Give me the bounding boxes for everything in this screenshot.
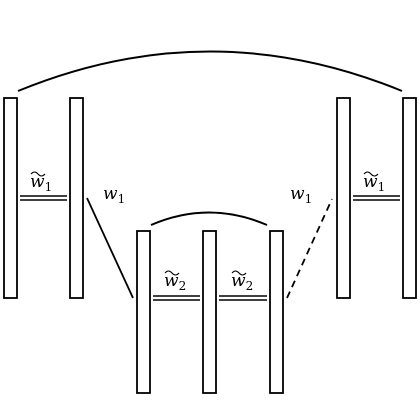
link-left-line: [86, 197, 134, 299]
subscript: 1: [305, 192, 313, 206]
label-link-right: w1: [290, 184, 312, 206]
label-pair-right: w1: [363, 172, 385, 194]
double-edge-left: [20, 195, 67, 201]
link-right-line: [286, 198, 333, 299]
double-edge-middle-left: [153, 295, 200, 301]
label-pair-middle-right: w2: [231, 271, 253, 293]
subscript: 1: [118, 192, 126, 206]
tilde-middle-left: [164, 270, 180, 276]
bar-5: [269, 230, 284, 394]
label-link-left: w1: [103, 184, 125, 206]
double-edge-right: [353, 195, 400, 201]
subscript: 2: [179, 279, 187, 293]
bar-3: [136, 230, 151, 394]
subscript: 2: [246, 279, 254, 293]
subscript: 1: [378, 180, 386, 194]
bar-7: [402, 97, 417, 299]
double-edge-middle-right: [219, 295, 267, 301]
subscript: 1: [45, 180, 53, 194]
bar-1: [3, 97, 18, 299]
top-arc: [17, 50, 403, 92]
label-pair-middle-left: w2: [164, 271, 186, 293]
bar-4: [202, 230, 217, 394]
bar-2: [69, 97, 84, 299]
bar-6: [336, 97, 351, 299]
tilde-left: [30, 171, 46, 177]
label-pair-left: w1: [30, 172, 52, 194]
tilde-middle-right: [231, 270, 247, 276]
tilde-right: [363, 171, 379, 177]
middle-arc: [150, 211, 268, 226]
